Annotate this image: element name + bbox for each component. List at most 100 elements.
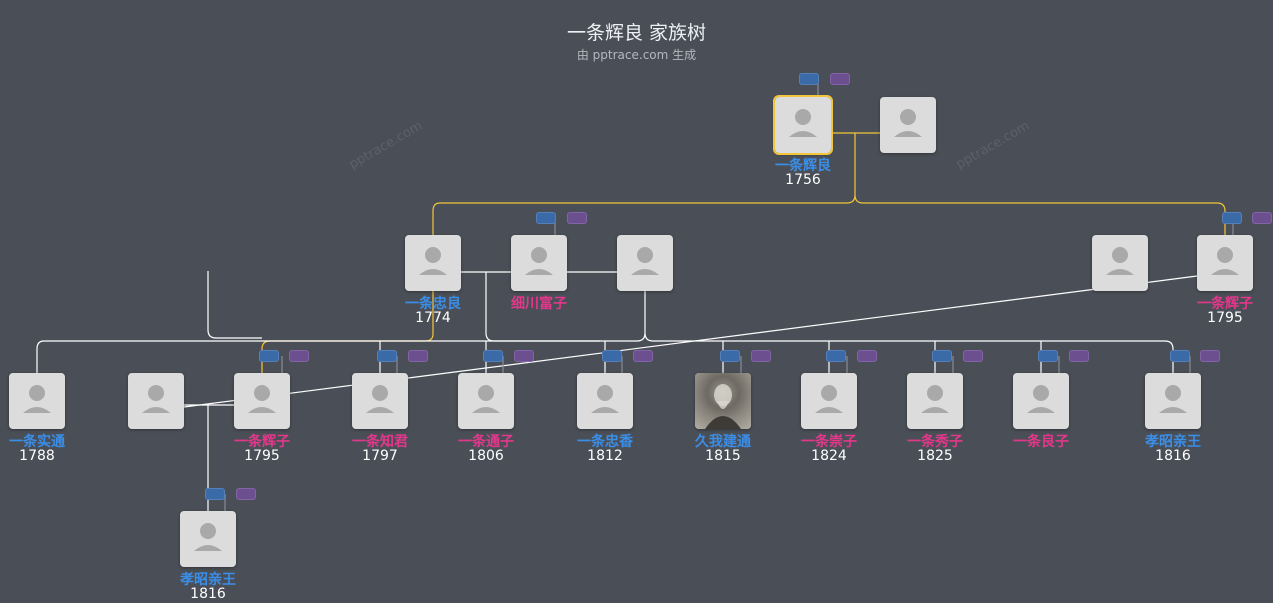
person-name[interactable]: 一条实通	[9, 434, 65, 450]
expand-up-badge[interactable]	[483, 350, 503, 362]
person-name[interactable]: 孝昭亲王	[180, 572, 236, 588]
avatar-icon	[525, 247, 553, 275]
expand-up-badge[interactable]	[536, 212, 556, 224]
person-year: 1815	[705, 448, 741, 464]
expand-up-badge[interactable]	[799, 73, 819, 85]
expand-up-badge[interactable]	[602, 350, 622, 362]
person-card-13[interactable]	[577, 373, 633, 429]
person-year: 1788	[19, 448, 55, 464]
person-card-11[interactable]	[352, 373, 408, 429]
avatar-icon	[1027, 385, 1055, 413]
person-name[interactable]: 一条知君	[352, 434, 408, 450]
person-card-8[interactable]	[9, 373, 65, 429]
expand-spouse-badge[interactable]	[1252, 212, 1272, 224]
expand-spouse-badge[interactable]	[567, 212, 587, 224]
person-year: 1795	[1207, 310, 1243, 326]
person-name[interactable]: 一条辉良	[775, 158, 831, 174]
avatar-icon	[419, 247, 447, 275]
expand-spouse-badge[interactable]	[1069, 350, 1089, 362]
expand-up-badge[interactable]	[377, 350, 397, 362]
parent-child-line	[644, 332, 1174, 373]
avatar-icon	[921, 385, 949, 413]
avatar-icon	[1159, 385, 1187, 413]
avatar-icon	[472, 385, 500, 413]
expand-spouse-badge[interactable]	[408, 350, 428, 362]
expand-spouse-badge[interactable]	[963, 350, 983, 362]
person-name[interactable]: 一条忠香	[577, 434, 633, 450]
expand-spouse-badge[interactable]	[514, 350, 534, 362]
expand-spouse-badge[interactable]	[633, 350, 653, 362]
expand-up-badge[interactable]	[1170, 350, 1190, 362]
person-name[interactable]: 一条良子	[1013, 434, 1069, 450]
person-card-5[interactable]	[617, 235, 673, 291]
expand-up-badge[interactable]	[720, 350, 740, 362]
avatar-icon	[894, 109, 922, 137]
avatar-icon	[789, 109, 817, 137]
avatar-icon	[248, 385, 276, 413]
portrait-figure-icon	[705, 384, 741, 429]
person-card-12[interactable]	[458, 373, 514, 429]
person-year: 1797	[362, 448, 398, 464]
person-card-17[interactable]	[1013, 373, 1069, 429]
avatar-icon	[366, 385, 394, 413]
person-year: 1774	[415, 310, 451, 326]
person-card-18[interactable]	[1145, 373, 1201, 429]
expand-up-badge[interactable]	[259, 350, 279, 362]
avatar-icon	[815, 385, 843, 413]
expand-up-badge[interactable]	[826, 350, 846, 362]
avatar-icon	[142, 385, 170, 413]
person-name[interactable]: 一条辉子	[1197, 296, 1253, 312]
person-card-1[interactable]	[773, 95, 833, 155]
person-name[interactable]: 细川富子	[511, 296, 567, 312]
person-year: 1812	[587, 448, 623, 464]
avatar-icon	[23, 385, 51, 413]
expand-spouse-badge[interactable]	[289, 350, 309, 362]
person-year: 1824	[811, 448, 847, 464]
expand-up-badge[interactable]	[205, 488, 225, 500]
person-name[interactable]: 一条辉子	[234, 434, 290, 450]
person-year: 1795	[244, 448, 280, 464]
person-year: 1825	[917, 448, 953, 464]
person-year: 1816	[190, 586, 226, 602]
person-name[interactable]: 一条通子	[458, 434, 514, 450]
person-card-6[interactable]	[1092, 235, 1148, 291]
person-card-16[interactable]	[907, 373, 963, 429]
expand-up-badge[interactable]	[1038, 350, 1058, 362]
person-name[interactable]: 久我建通	[695, 434, 751, 450]
person-card-2[interactable]	[880, 97, 936, 153]
expand-spouse-badge[interactable]	[236, 488, 256, 500]
page-title: 一条辉良 家族树	[566, 22, 707, 44]
person-card-15[interactable]	[801, 373, 857, 429]
parent-child-line	[207, 271, 262, 339]
person-year: 1756	[785, 172, 821, 188]
person-card-14[interactable]	[695, 373, 751, 429]
person-year: 1806	[468, 448, 504, 464]
person-card-3[interactable]	[405, 235, 461, 291]
person-year: 1816	[1155, 448, 1191, 464]
expand-spouse-badge[interactable]	[751, 350, 771, 362]
person-card-7[interactable]	[1197, 235, 1253, 291]
person-name[interactable]: 一条忠良	[405, 296, 461, 312]
person-name[interactable]: 一条崇子	[801, 434, 857, 450]
expand-spouse-badge[interactable]	[857, 350, 877, 362]
person-card-9[interactable]	[128, 373, 184, 429]
avatar-icon	[1106, 247, 1134, 275]
parent-child-line	[36, 291, 646, 373]
expand-spouse-badge[interactable]	[830, 73, 850, 85]
avatar-icon	[631, 247, 659, 275]
person-name[interactable]: 孝昭亲王	[1145, 434, 1201, 450]
avatar-icon	[1211, 247, 1239, 275]
avatar-icon	[591, 385, 619, 413]
expand-up-badge[interactable]	[932, 350, 952, 362]
person-card-4[interactable]	[511, 235, 567, 291]
expand-up-badge[interactable]	[1222, 212, 1242, 224]
person-card-19[interactable]	[180, 511, 236, 567]
person-name[interactable]: 一条秀子	[907, 434, 963, 450]
expand-spouse-badge[interactable]	[1200, 350, 1220, 362]
person-card-10[interactable]	[234, 373, 290, 429]
avatar-icon	[194, 523, 222, 551]
parent-child-line	[432, 133, 856, 235]
page-subtitle: 由 pptrace.com 生成	[576, 48, 697, 62]
parent-child-line	[854, 194, 1226, 235]
